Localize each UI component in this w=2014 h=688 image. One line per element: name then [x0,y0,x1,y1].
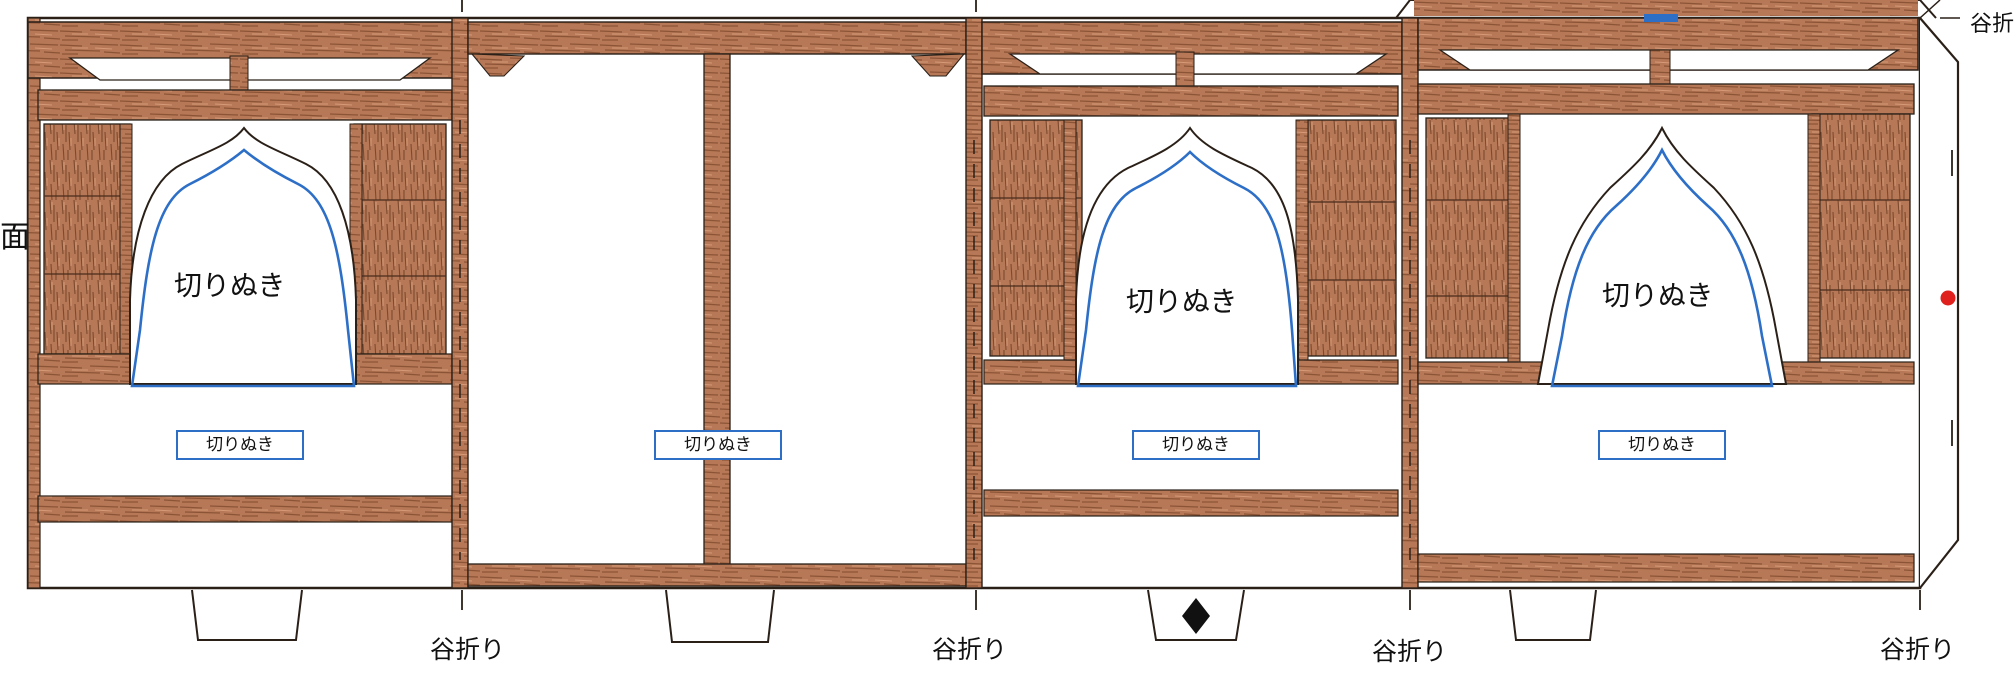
panel-3-box-cutout: 切りぬき [1132,430,1260,460]
fold-label-1: 谷折り [430,635,506,664]
divider-post-2 [965,17,983,589]
red-dot [1940,290,1956,306]
fold-ticks [461,0,1953,610]
panel-2 [467,21,967,643]
fold-label-2: 谷折り [932,635,1008,664]
blue-mark [1644,14,1678,22]
panel-1-box-cutout: 切りぬき [176,430,304,460]
panel-4 [1417,17,1919,641]
divider-post-1 [451,17,469,589]
panel-3-arch-cutout-label: 切りぬき [1126,285,1238,318]
panel-1 [27,17,459,641]
divider-post-3 [1401,17,1419,589]
left-edge-label: 面 [0,220,30,255]
panel-4-arch-cutout-label: 切りぬき [1602,279,1714,312]
fold-label-3: 谷折り [1372,637,1448,666]
panel-1-arch-cutout-label: 切りぬき [174,269,286,302]
panel-3 [981,21,1403,641]
panel-4-box-cutout: 切りぬき [1598,430,1726,460]
fold-label-4: 谷折り [1880,635,1956,664]
panel-2-box-cutout: 切りぬき [654,430,782,460]
top-tab [1414,0,1918,16]
top-right-fold-label: 谷折 [1970,12,2014,37]
diamond-marker [1182,598,1210,634]
